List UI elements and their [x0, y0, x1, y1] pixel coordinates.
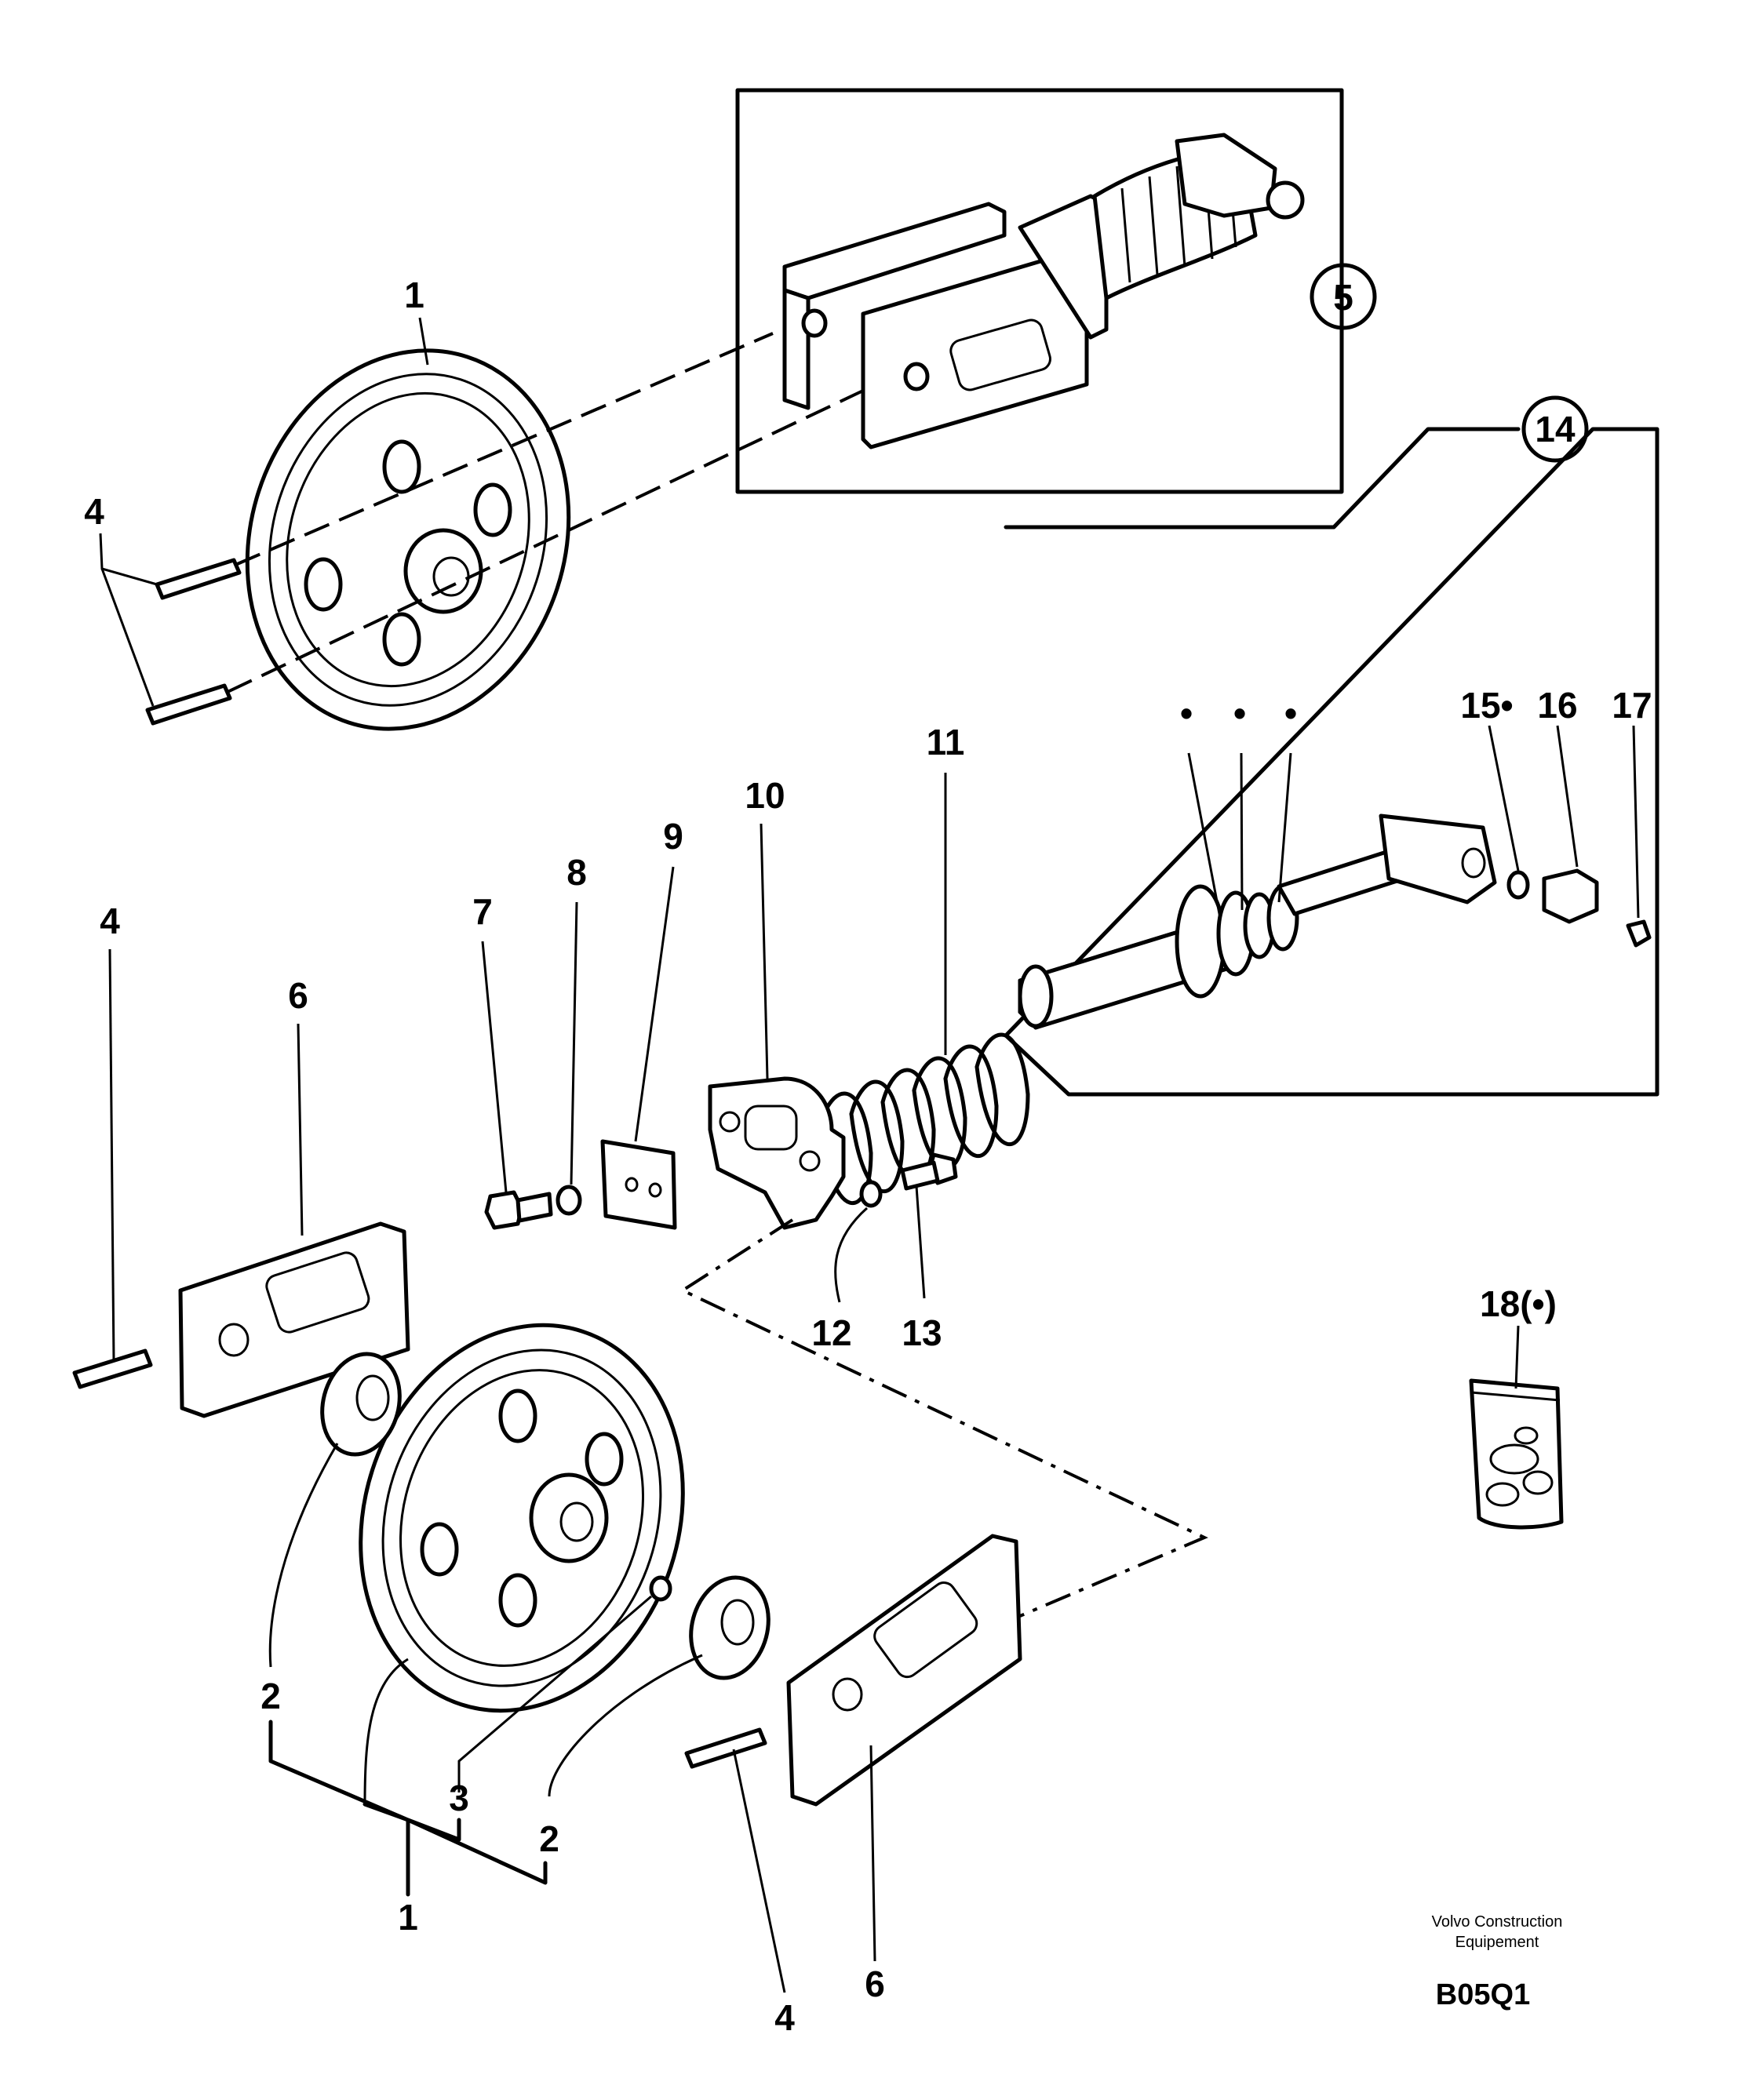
callout-bullet-b: • [1233, 693, 1246, 733]
leader-1-top [418, 317, 429, 366]
leader-6-bottom [869, 1745, 876, 1962]
callout-4-top: 4 [84, 491, 104, 532]
leader-17 [1632, 725, 1640, 919]
leader-8 [570, 901, 578, 1185]
bracket-left [178, 1221, 410, 1418]
callout-4-left: 4 [100, 901, 120, 941]
callout-bullet-c: • [1284, 693, 1297, 733]
guide-line-lower [227, 389, 864, 693]
cylinder-frame [1004, 427, 1659, 1097]
callout-1-top: 1 [404, 275, 424, 315]
assembly-outline [679, 1218, 1208, 1618]
callout-bullet-a: • [1180, 693, 1193, 733]
bearing-right [689, 1575, 770, 1680]
callout-11: 11 [927, 722, 965, 762]
callout-6-left: 6 [288, 975, 308, 1016]
drawing-code: B05Q1 [1436, 1978, 1530, 2011]
leader-bullet-c [1277, 752, 1292, 903]
callout-9: 9 [663, 816, 683, 857]
bracket-right [786, 1534, 1022, 1807]
callout-5: 5 [1333, 277, 1353, 318]
leader-7 [481, 941, 508, 1193]
leader-1-wheel [363, 1658, 409, 1805]
callout-18: 18(•) [1480, 1283, 1557, 1324]
callout-1-bottom: 1 [398, 1897, 418, 1938]
callout-8: 8 [566, 852, 587, 893]
leader-bullet-a [1187, 752, 1222, 919]
callout-circle-5 [1310, 263, 1377, 330]
leader-bullet-b [1240, 752, 1244, 911]
plug-3 [649, 1575, 672, 1602]
callout-7: 7 [472, 891, 493, 932]
leader-16 [1556, 725, 1579, 868]
bolt-7 [484, 1190, 553, 1230]
tension-cylinder [1018, 813, 1652, 1030]
recoil-assembly [782, 133, 1305, 449]
spring-end-plate [708, 1076, 846, 1230]
pin-bottom [684, 1727, 767, 1769]
bearing-left [320, 1352, 402, 1457]
callout-4-bottom: 4 [774, 1997, 795, 2038]
washer-12 [859, 1180, 883, 1208]
bolt-13 [900, 1152, 958, 1191]
group-bracket-1 [268, 1720, 548, 1897]
brand-line-2: Equipement [1455, 1934, 1539, 1951]
idler-wheel-top [245, 348, 571, 731]
leader-12 [834, 1206, 868, 1303]
leader-2-left [268, 1443, 339, 1668]
leader-10 [760, 823, 769, 1079]
leader-6-left [297, 1023, 304, 1236]
callout-17: 17 [1612, 685, 1652, 726]
callout-10: 10 [745, 775, 785, 816]
callout-circle-14 [1521, 395, 1589, 463]
leader-2-right [548, 1654, 703, 1797]
idler-wheel-bottom [359, 1323, 685, 1713]
callout-13: 13 [902, 1312, 942, 1353]
leader-3 [457, 1595, 652, 1792]
callout-3: 3 [449, 1778, 469, 1818]
leader-15 [1488, 725, 1520, 872]
callout-2-right: 2 [539, 1818, 559, 1859]
pin-left [72, 1348, 153, 1389]
brand-line-1: Volvo Construction [1432, 1913, 1563, 1931]
leader-4-left [108, 948, 115, 1362]
leader-4-bottom [732, 1749, 786, 1993]
callout-16: 16 [1537, 685, 1577, 726]
leader-18 [1514, 1325, 1520, 1389]
seal-kit-bag [1469, 1378, 1564, 1530]
callout-6-bottom: 6 [865, 1964, 885, 2004]
callout-2-left: 2 [260, 1676, 281, 1716]
wear-plate [600, 1139, 677, 1230]
pin-top-upper [155, 558, 242, 600]
leader-4-top [99, 533, 158, 707]
pin-top-lower [145, 683, 232, 726]
guide-line-upper [235, 332, 774, 566]
callout-12: 12 [811, 1312, 851, 1353]
leader-9 [634, 866, 675, 1142]
leader-13 [915, 1185, 926, 1299]
washer-8 [556, 1185, 582, 1216]
recoil-assembly-frame [735, 88, 1344, 494]
callout-14: 14 [1535, 409, 1576, 449]
callout-15: 15• [1460, 685, 1513, 726]
